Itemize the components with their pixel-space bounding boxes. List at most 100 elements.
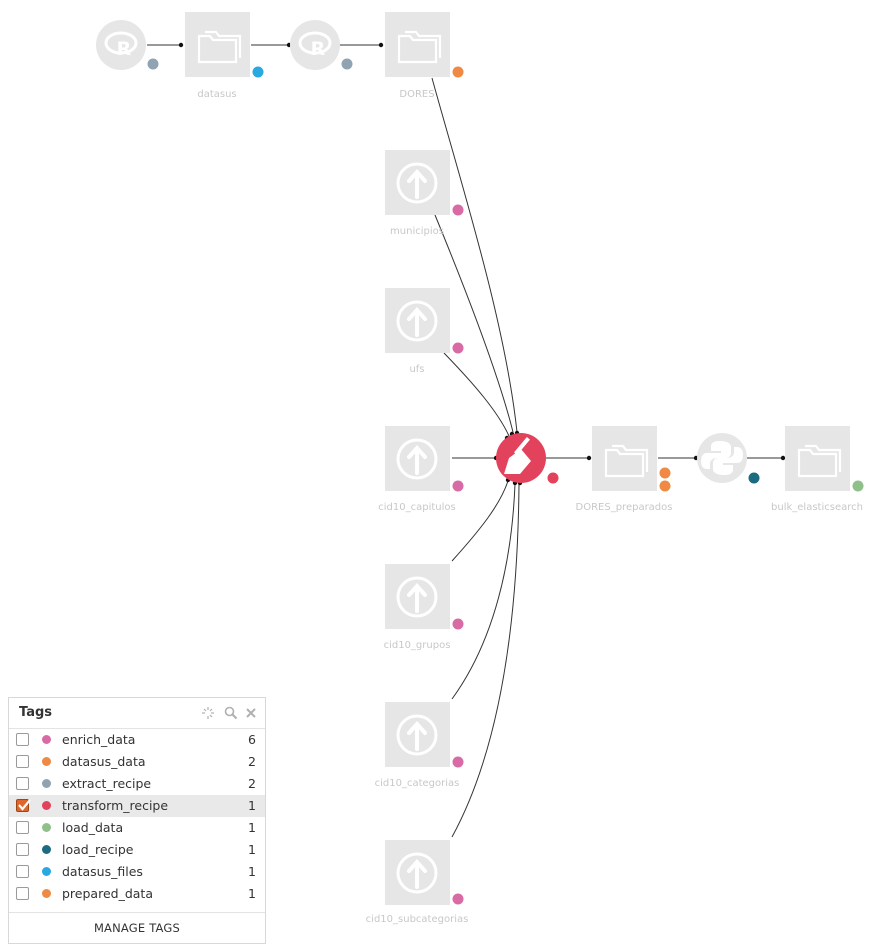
tag-dot: [452, 66, 464, 78]
tag-checkbox[interactable]: [16, 799, 31, 812]
tag-name: datasus_data: [62, 754, 146, 769]
tag-count: 6: [248, 732, 256, 747]
tag-name: enrich_data: [62, 732, 136, 747]
svg-text:R: R: [117, 38, 132, 60]
tag-color-dot: [42, 779, 51, 788]
edge-municipios-prepare: [434, 214, 514, 433]
tag-list: enrich_data 6 datasus_data 2 extract_rec…: [9, 729, 265, 905]
r-logo-icon: R: [298, 31, 332, 60]
node-label: bulk_elasticsearch: [771, 502, 863, 513]
tag-name: load_data: [62, 820, 124, 835]
tag-dot: [748, 472, 760, 484]
tag-color-dot: [42, 867, 51, 876]
node-label: cid10_capitulos: [378, 502, 455, 513]
upload-icon: [396, 162, 438, 204]
svg-text:R: R: [311, 38, 326, 60]
tag-dot: [452, 756, 464, 768]
upload-icon: [396, 576, 438, 618]
tag-count: 2: [248, 776, 256, 791]
tags-panel-header: Tags: [9, 698, 265, 729]
upload-icon: [396, 852, 438, 894]
dataset-node-datasus[interactable]: datasus: [185, 12, 264, 100]
dataset-node-ufs[interactable]: ufs: [385, 288, 464, 375]
flow-edges: [147, 44, 783, 838]
tag-row-transform-recipe[interactable]: transform_recipe 1: [9, 795, 265, 817]
tag-row-datasus-files[interactable]: datasus_files 1: [9, 861, 265, 883]
tag-color-dot: [42, 845, 51, 854]
tag-dot: [659, 467, 671, 479]
tag-color-dot: [42, 823, 51, 832]
edge-ufs-prepare: [443, 352, 510, 437]
python-logo-icon: [701, 441, 743, 475]
edge-categorias-prepare: [451, 483, 516, 700]
tag-name: load_recipe: [62, 842, 134, 857]
node-label: municipios: [390, 226, 444, 237]
dataset-node-cid10-capitulos[interactable]: cid10_capitulos: [378, 426, 464, 513]
tag-dot: [452, 480, 464, 492]
tag-dot: [852, 480, 864, 492]
dataset-node-cid10-categorias[interactable]: cid10_categorias: [375, 702, 464, 789]
tag-color-dot: [42, 889, 51, 898]
tag-dot: [252, 66, 264, 78]
folder-icon: [604, 444, 649, 478]
tag-row-datasus-data[interactable]: datasus_data 2: [9, 751, 265, 773]
tag-checkbox[interactable]: [16, 843, 29, 856]
dataset-node-cid10-subcategorias[interactable]: cid10_subcategorias: [366, 840, 469, 925]
search-icon[interactable]: [224, 706, 238, 720]
r-recipe-node-2[interactable]: R: [290, 20, 353, 70]
edge-dores-prepare: [431, 77, 518, 433]
clear-selection-icon[interactable]: [201, 706, 215, 720]
tag-checkbox[interactable]: [16, 887, 29, 900]
tag-row-load-recipe[interactable]: load_recipe 1: [9, 839, 265, 861]
tag-color-dot: [42, 801, 51, 810]
r-recipe-node-1[interactable]: R: [96, 20, 159, 70]
dataset-node-bulk-elasticsearch[interactable]: bulk_elasticsearch: [771, 426, 864, 513]
manage-tags-button[interactable]: MANAGE TAGS: [9, 912, 265, 943]
tag-row-load-data[interactable]: load_data 1: [9, 817, 265, 839]
tag-count: 1: [248, 886, 256, 901]
dataset-node-dores-preparados[interactable]: DORES_preparados: [576, 426, 673, 513]
tag-color-dot: [42, 735, 51, 744]
python-recipe-node[interactable]: [697, 433, 760, 484]
tag-count: 1: [248, 864, 256, 879]
tag-count: 1: [248, 798, 256, 813]
node-label: DORES_preparados: [576, 502, 673, 513]
tag-checkbox[interactable]: [16, 733, 29, 746]
node-label: cid10_grupos: [384, 640, 451, 651]
tag-dot: [147, 58, 159, 70]
tag-checkbox[interactable]: [16, 821, 29, 834]
tag-name: transform_recipe: [62, 798, 169, 813]
broom-icon: [504, 437, 531, 474]
folder-icon: [197, 30, 242, 64]
tags-panel: Tags enrich_data 6 datasus_data 2 extrac…: [8, 697, 266, 944]
tag-dot: [452, 342, 464, 354]
node-label: datasus: [197, 89, 236, 100]
upload-icon: [396, 300, 438, 342]
tag-dot: [341, 58, 353, 70]
dataset-node-cid10-grupos[interactable]: cid10_grupos: [384, 564, 464, 651]
tag-name: prepared_data: [62, 886, 153, 901]
dataset-node-municipios[interactable]: municipios: [385, 150, 464, 237]
tag-checkbox[interactable]: [16, 777, 29, 790]
tag-checkbox[interactable]: [16, 755, 29, 768]
tag-checkbox[interactable]: [16, 865, 29, 878]
tag-dot: [547, 472, 559, 484]
close-icon[interactable]: [244, 706, 258, 720]
tag-count: 1: [248, 842, 256, 857]
node-label: cid10_subcategorias: [366, 914, 469, 925]
prepare-recipe-node[interactable]: [496, 433, 559, 484]
tag-row-prepared-data[interactable]: prepared_data 1: [9, 883, 265, 905]
tags-panel-title: Tags: [19, 705, 53, 720]
tag-row-enrich-data[interactable]: enrich_data 6: [9, 729, 265, 751]
edge-grupos-prepare: [451, 480, 509, 562]
upload-icon: [396, 438, 438, 480]
tag-dot: [659, 480, 671, 492]
dataset-node-dores[interactable]: DORES: [385, 12, 464, 100]
folder-icon: [797, 444, 842, 478]
checkmark-icon: [18, 799, 31, 811]
tag-color-dot: [42, 757, 51, 766]
tag-count: 2: [248, 754, 256, 769]
tag-name: datasus_files: [62, 864, 143, 879]
tag-row-extract-recipe[interactable]: extract_recipe 2: [9, 773, 265, 795]
node-label: ufs: [409, 364, 424, 375]
